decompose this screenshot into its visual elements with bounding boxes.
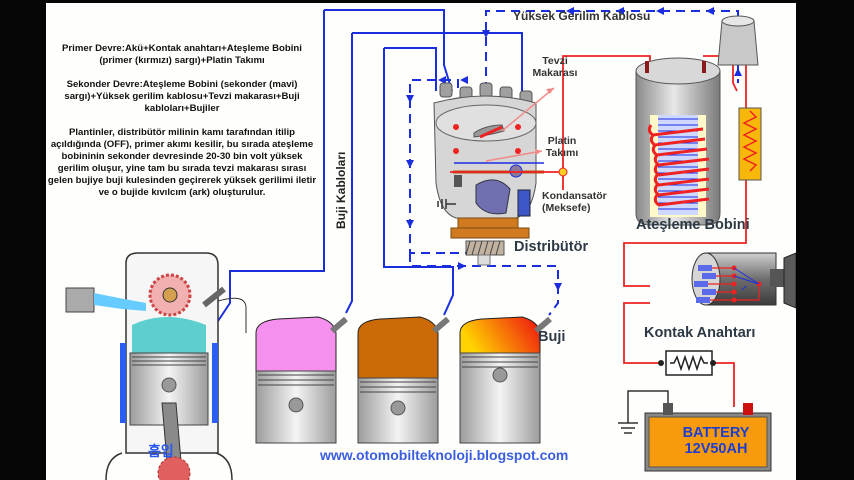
primary-circuit-description: Primer Devre:Akü+Kontak anahtarı+Ateşlem… <box>62 43 302 66</box>
operation-description: Plantinler, distribütör milinin kamı tar… <box>47 127 317 198</box>
ignition-switch-graphic <box>691 252 796 309</box>
ballast-resistor-graphic <box>658 350 716 376</box>
battery-label-line1: BATTERY <box>682 425 750 441</box>
cylinder-1-graphic <box>255 316 348 444</box>
rotor-label: Tevzi Makarası <box>532 55 578 79</box>
primary-wire-coil-neg <box>450 55 651 173</box>
stroke-label: 흡입 <box>148 443 174 459</box>
ignition-switch-label: Kontak Anahtarı <box>644 325 756 341</box>
cylinder-2-graphic <box>357 316 450 444</box>
direction-arrows <box>406 7 742 291</box>
secondary-circuit-description: Sekonder Devre:Ateşleme Bobini (sekonder… <box>64 79 300 114</box>
condenser-label: Kondansatör (Meksefe) <box>542 190 607 214</box>
diagram-graphics <box>65 7 796 480</box>
battery-label: BATTERY 12V50AH <box>656 425 776 457</box>
primary-wire-resistor <box>623 302 661 364</box>
plug-wire-2 <box>352 32 523 91</box>
battery-graphic <box>618 390 772 472</box>
high-voltage-cable-label: Yüksek Gerilim Kablosu <box>513 9 651 23</box>
ignition-system-diagram: Primer Devre:Akü+Kontak anahtarı+Ateşlem… <box>46 3 796 480</box>
distributor-label: Distribütör <box>514 239 589 255</box>
cylinder-3-graphic <box>459 316 552 444</box>
contact-points-label: Platin Takımı <box>545 135 579 159</box>
spark-plug-wires-label: Buji Kabloları <box>334 151 348 229</box>
ignition-coil-label: Ateşleme Bobini <box>636 217 750 233</box>
distributor-graphic <box>433 82 555 266</box>
plug-wire-1 <box>324 9 453 92</box>
ignition-coil-graphic <box>635 15 762 226</box>
plug-wire-3 <box>384 47 437 91</box>
website-url[interactable]: www.otomobilteknoloji.blogspot.com <box>320 447 569 463</box>
engine-cylinder-graphic <box>65 252 247 480</box>
primary-wire-switch <box>623 56 747 287</box>
spark-plug-label: Buji <box>538 329 566 345</box>
plug-wire-to-cyl1-a <box>217 10 325 322</box>
plug-wire-to-cyl2 <box>383 48 454 316</box>
spark-plug-wires <box>217 9 523 322</box>
battery-label-line2: 12V50AH <box>684 441 748 457</box>
plug-wire-to-cyl1 <box>345 33 353 314</box>
